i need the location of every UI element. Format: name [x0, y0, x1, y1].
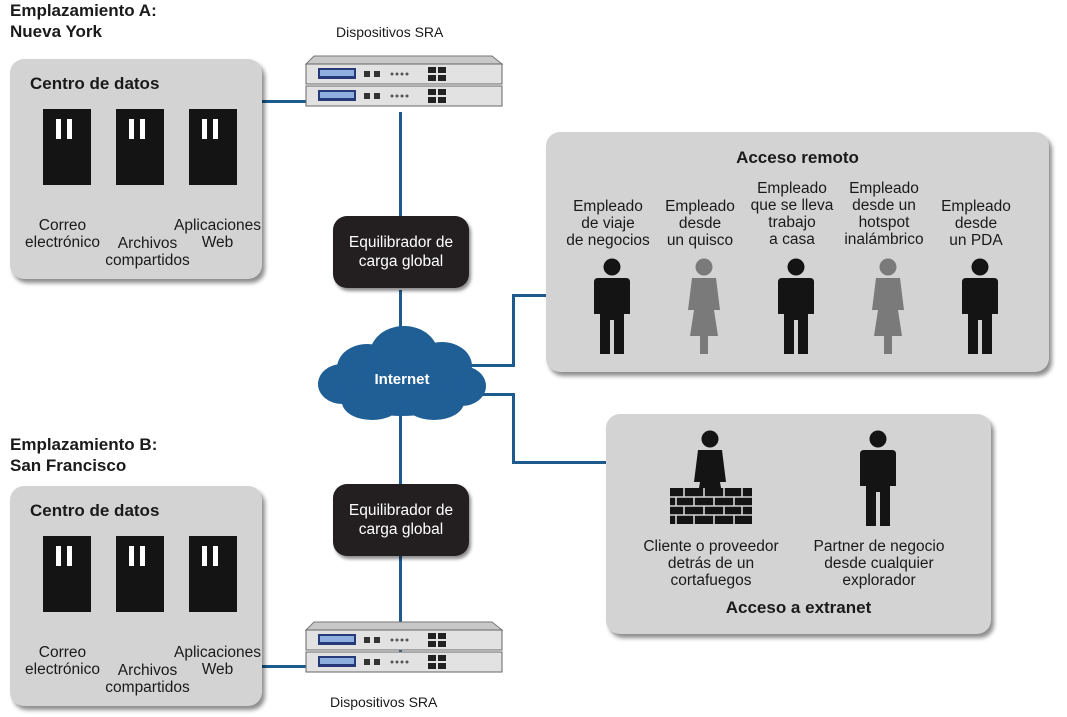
employee-hotspot-icon	[872, 258, 904, 354]
firewall-icon	[670, 488, 752, 524]
link-internet-remote-v	[512, 294, 515, 367]
link-site-a-to-devices	[262, 100, 310, 103]
link-internet-remote-h1	[462, 364, 514, 367]
server-email-icon	[43, 109, 91, 185]
link-internet-remote-h2	[512, 294, 548, 297]
employee-traveler-icon	[594, 258, 630, 354]
employee-kiosk-icon	[688, 258, 720, 354]
server-files-icon	[116, 109, 164, 185]
server-web-icon	[189, 109, 237, 185]
site-a-title: Emplazamiento A: Nueva York	[10, 1, 157, 41]
devices-bottom-label: Dispositivos SRA	[330, 694, 438, 710]
link-lb-bottom-to-devices	[399, 546, 402, 656]
internet-cloud-icon	[318, 326, 486, 420]
employee-pda-icon	[962, 258, 998, 354]
link-lb-top-to-internet	[399, 290, 402, 350]
sra-appliance-top-icon	[304, 55, 504, 107]
server-files-icon	[116, 536, 164, 612]
sra-appliance-bottom-icon	[304, 621, 504, 673]
site-b-panel-title: Centro de datos	[30, 501, 160, 520]
link-site-b-to-devices	[262, 665, 310, 668]
extranet-title: Acceso a extranet	[725, 598, 872, 617]
link-internet-to-lb-bottom	[399, 410, 402, 484]
site-b-title: Emplazamiento B: San Francisco	[10, 435, 158, 475]
remote-access-title: Acceso remoto	[736, 148, 859, 167]
link-internet-extranet-h2	[512, 461, 608, 464]
employee-home-icon	[778, 258, 814, 354]
server-web-icon	[189, 536, 237, 612]
link-devices-top-to-lb	[399, 112, 402, 228]
business-partner-icon	[860, 430, 896, 526]
server-email-icon	[43, 536, 91, 612]
internet-label: Internet	[374, 371, 430, 388]
site-a-panel-title: Centro de datos	[30, 74, 160, 93]
devices-top-label: Dispositivos SRA	[336, 24, 444, 40]
link-internet-extranet-h1	[462, 393, 514, 396]
link-internet-extranet-v	[512, 393, 515, 464]
